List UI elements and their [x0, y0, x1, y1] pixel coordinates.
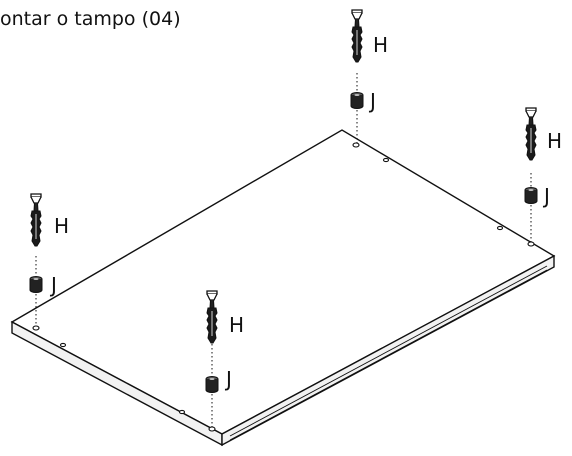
hole	[352, 142, 360, 148]
cam-nut-j-icon	[29, 276, 43, 293]
panel-groove	[229, 265, 548, 437]
label-h: H	[229, 313, 244, 337]
tabletop-panel	[10, 129, 556, 447]
label-h: H	[373, 33, 388, 57]
guide-lines	[35, 73, 532, 427]
label-j: J	[49, 273, 57, 297]
step-title: ontar o tampo (04)	[0, 8, 181, 30]
panel-side-edge	[221, 254, 555, 447]
label-h: H	[54, 214, 69, 238]
label-j: J	[224, 367, 232, 391]
hole	[59, 342, 67, 348]
cam-nut-j-icon	[205, 376, 219, 393]
label-j: J	[368, 89, 376, 113]
label-h: H	[547, 129, 562, 153]
hole	[32, 325, 40, 331]
hole	[208, 426, 216, 432]
cam-nut-j-icon	[350, 92, 364, 109]
hole	[496, 225, 504, 231]
cam-dowel-h-icon	[30, 193, 42, 247]
cam-dowel-h-icon	[351, 9, 363, 63]
hole	[178, 409, 186, 415]
panel-top-face	[10, 129, 556, 435]
cam-dowel-h-icon	[525, 107, 537, 161]
cam-nut-j-icon	[524, 187, 538, 204]
hole	[382, 157, 390, 163]
panel-groove-lower	[229, 269, 548, 441]
hole	[527, 241, 535, 247]
label-j: J	[542, 184, 550, 208]
